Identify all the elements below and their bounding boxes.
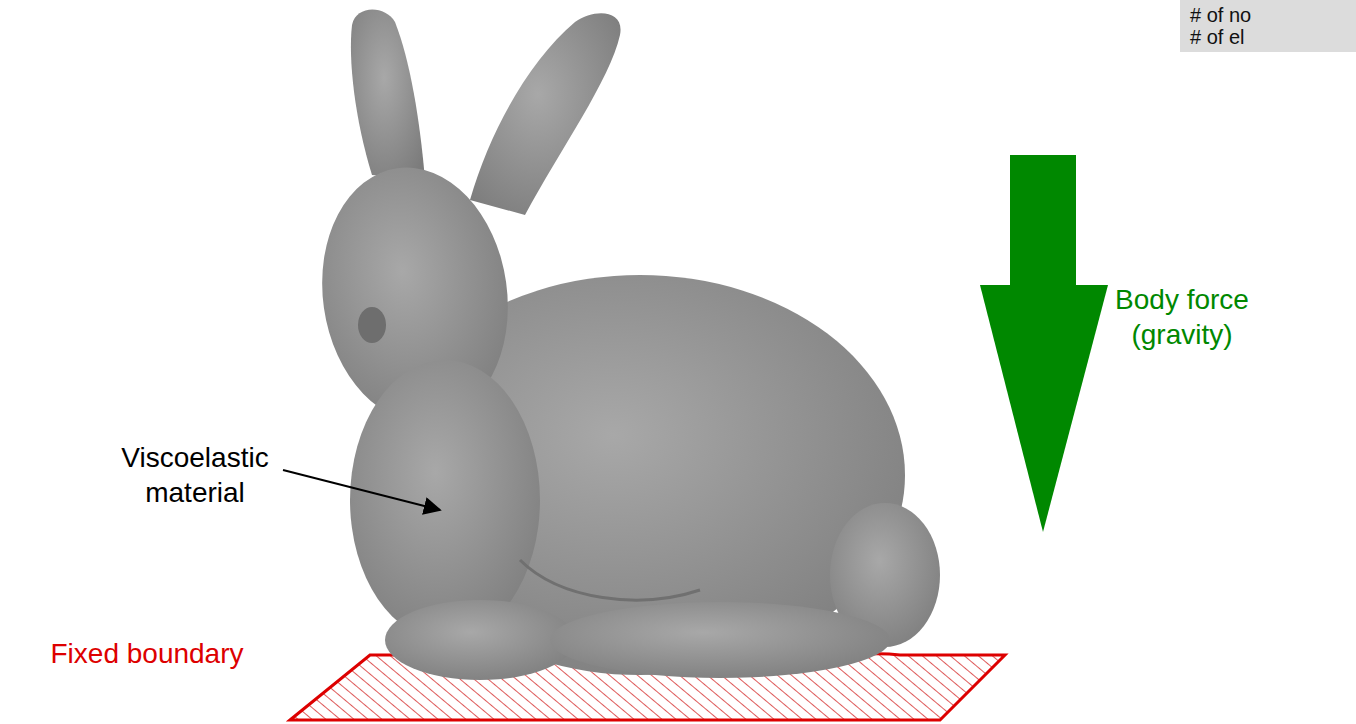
info-box: # of no# of el [1180, 0, 1356, 52]
info-text: # of el [1190, 26, 1346, 48]
arrow-shaft [1010, 155, 1076, 287]
front-paws [385, 600, 575, 680]
chest [350, 360, 540, 640]
left-ear [351, 10, 425, 180]
hind-foot [550, 602, 890, 678]
eye [358, 307, 386, 343]
material-label: Viscoelastic material [95, 440, 295, 510]
force-label: Body force (gravity) [1082, 282, 1282, 352]
leg-fold [520, 560, 700, 600]
right-ear [470, 13, 621, 215]
arrow-head [980, 285, 1108, 532]
bunny [306, 10, 940, 680]
gravity-arrow [980, 155, 1108, 532]
info-text: # of no [1190, 4, 1346, 26]
boundary-label: Fixed boundary [12, 636, 282, 671]
leader-line [283, 470, 440, 510]
